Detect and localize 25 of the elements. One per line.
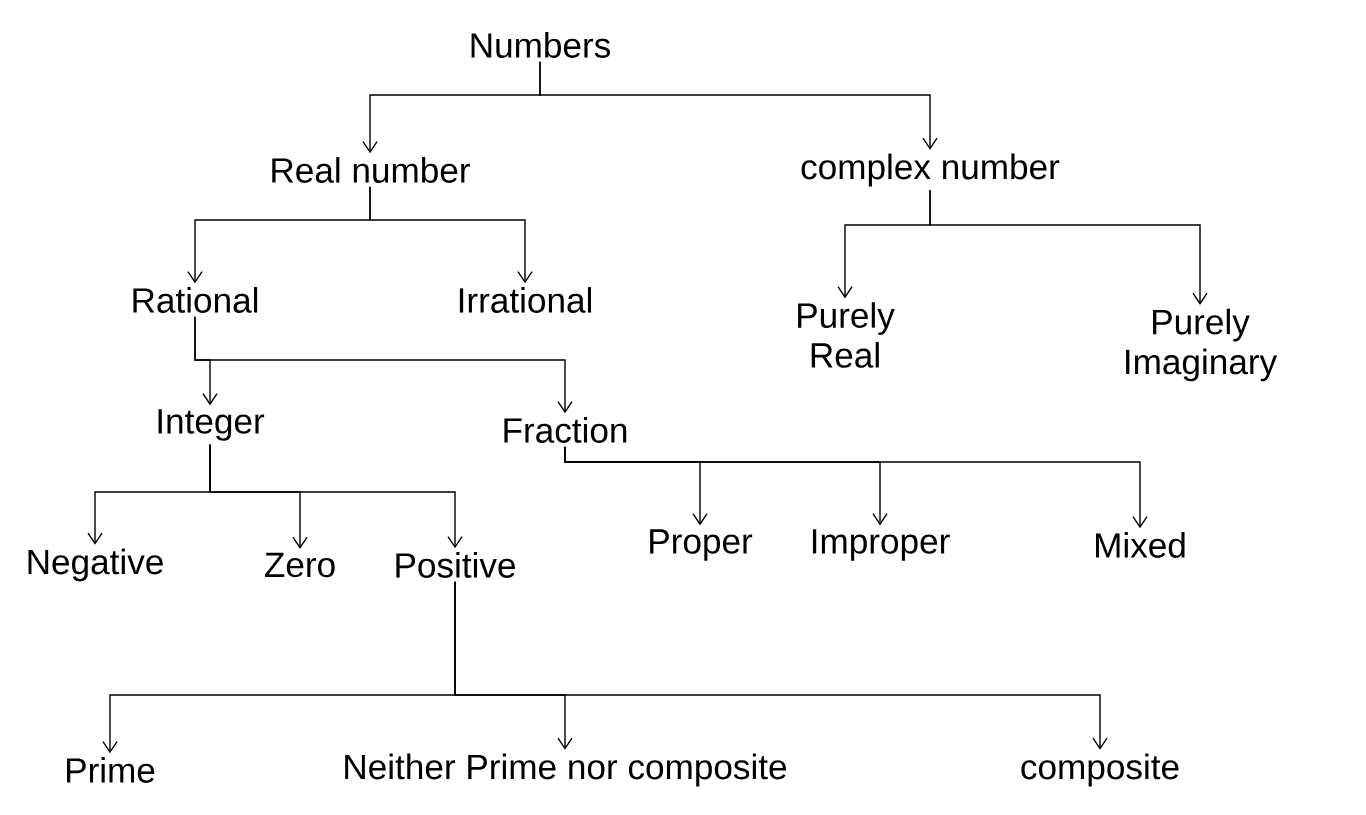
category-label: Fraction (504, 417, 627, 443)
category-label: Neither Prime nor composite (345, 753, 787, 787)
arrow (539, 60, 938, 150)
category-label: Numbers (471, 32, 610, 58)
category-label: Negative (28, 548, 163, 582)
arrow (209, 443, 463, 549)
arrow (929, 189, 1208, 305)
category-label: Positive (396, 552, 515, 578)
category-label: Zero (265, 552, 335, 578)
arrow (369, 185, 533, 284)
arrow (454, 580, 1108, 750)
category-label: Rational (133, 287, 258, 313)
category-label: Irrational (459, 287, 591, 313)
category-label: Improper (812, 529, 950, 561)
category-label: Purely Real (798, 302, 895, 368)
category-label: Real number (272, 157, 470, 183)
category-label: Proper (650, 529, 753, 561)
arrow (194, 315, 573, 414)
category-label: Integer (158, 409, 265, 441)
arrow (564, 445, 1148, 529)
category-label: Prime (67, 757, 155, 783)
category-label: composite (1021, 753, 1179, 787)
category-label: Mixed (1096, 532, 1185, 558)
category-label: Purely Imaginary (1126, 308, 1278, 382)
category-label: complex number (801, 153, 1060, 187)
